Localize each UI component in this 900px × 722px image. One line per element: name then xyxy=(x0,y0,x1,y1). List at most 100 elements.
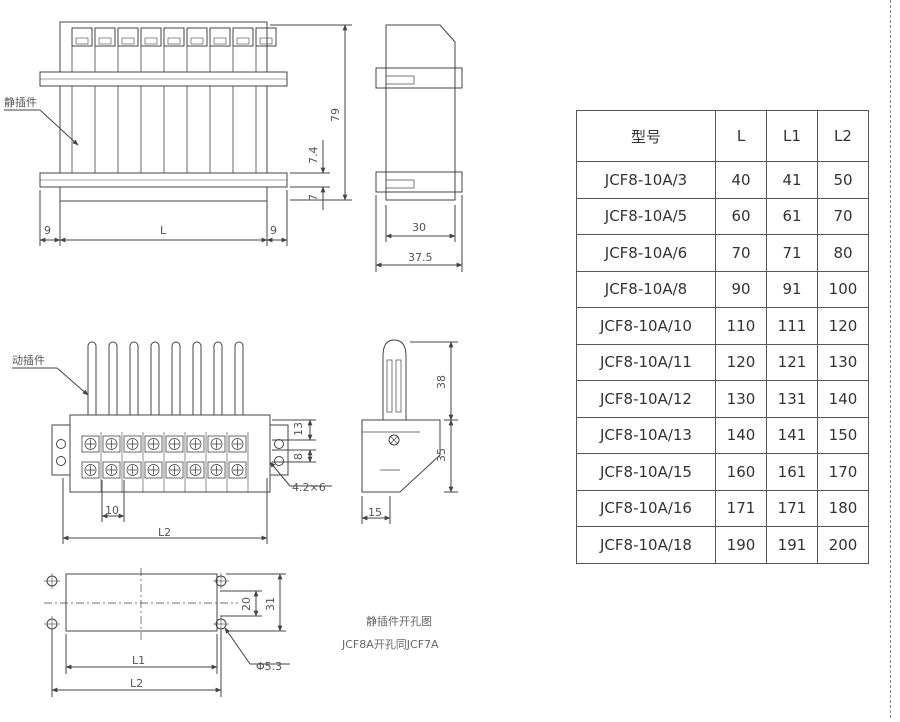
static-part-front-view xyxy=(39,21,288,202)
static-part-side-view xyxy=(375,24,463,201)
moving-part-label: 动插件 xyxy=(12,353,45,367)
table-cell: 141 xyxy=(766,416,818,454)
table-cell: JCF8-10A/8 xyxy=(576,270,716,308)
header-L1: L1 xyxy=(766,110,818,162)
dim-hole-diameter: Φ5.3 xyxy=(256,660,282,673)
contact-slot xyxy=(94,27,116,47)
table-cell: JCF8-10A/5 xyxy=(576,197,716,235)
contact-pin xyxy=(129,341,139,415)
dim-L2-moving: L2 xyxy=(158,526,171,539)
table-cell: JCF8-10A/11 xyxy=(576,343,716,381)
dim-10: 10 xyxy=(105,504,119,517)
table-cell: 41 xyxy=(766,161,818,199)
header-L2: L2 xyxy=(817,110,869,162)
table-cell: 140 xyxy=(817,380,869,418)
table-cell: 171 xyxy=(715,489,767,527)
contact-pin xyxy=(171,341,181,415)
moving-part-side-view xyxy=(361,339,441,493)
table-cell: 60 xyxy=(715,197,767,235)
contact-pin xyxy=(150,341,160,415)
dim-79: 79 xyxy=(329,108,342,122)
table-cell: 160 xyxy=(715,453,767,491)
terminal-screw xyxy=(123,435,142,453)
contact-pin xyxy=(108,341,118,415)
terminal-screw xyxy=(102,461,121,479)
table-cell: 40 xyxy=(715,161,767,199)
dim-15: 15 xyxy=(368,506,382,519)
terminal-screw xyxy=(144,461,163,479)
terminal-screw xyxy=(228,461,247,479)
dim-30: 30 xyxy=(412,221,426,234)
table-cell: 80 xyxy=(817,234,869,272)
table-cell: 180 xyxy=(817,489,869,527)
table-cell: JCF8-10A/12 xyxy=(576,380,716,418)
table-cell: 91 xyxy=(766,270,818,308)
table-cell: 100 xyxy=(817,270,869,308)
dim-4-2x6: 4.2×6 xyxy=(292,481,326,494)
table-cell: 120 xyxy=(817,307,869,345)
table-cell: 170 xyxy=(817,453,869,491)
cutout-title: 静插件开孔图 xyxy=(366,614,432,628)
dim-L1-cutout: L1 xyxy=(132,654,145,667)
terminal-screw xyxy=(144,435,163,453)
table-cell: 190 xyxy=(715,526,767,564)
table-cell: JCF8-10A/16 xyxy=(576,489,716,527)
table-cell: 131 xyxy=(766,380,818,418)
table-cell: 200 xyxy=(817,526,869,564)
table-cell: 130 xyxy=(715,380,767,418)
contact-slot xyxy=(255,27,277,47)
table-header-row: 型号 L L1 L2 xyxy=(576,110,869,162)
header-L: L xyxy=(715,110,767,162)
contact-pin xyxy=(192,341,202,415)
dim-9-left: 9 xyxy=(44,224,51,237)
contact-slot xyxy=(232,27,254,47)
table-cell: 150 xyxy=(817,416,869,454)
table-cell: JCF8-10A/3 xyxy=(576,161,716,199)
contact-slot xyxy=(186,27,208,47)
dim-20: 20 xyxy=(240,597,253,611)
terminal-screw xyxy=(165,461,184,479)
dim-13: 13 xyxy=(292,422,305,436)
contact-pin xyxy=(213,341,223,415)
terminal-screw xyxy=(165,435,184,453)
dim-L: L xyxy=(160,224,167,237)
table-cell: JCF8-10A/10 xyxy=(576,307,716,345)
moving-part-front-view xyxy=(51,341,289,493)
table-cell: JCF8-10A/6 xyxy=(576,234,716,272)
dim-8: 8 xyxy=(292,453,305,460)
terminal-screw xyxy=(81,461,100,479)
dim-37-5: 37.5 xyxy=(408,251,433,264)
table-cell: 161 xyxy=(766,453,818,491)
contact-slot xyxy=(117,27,139,47)
terminal-screw xyxy=(186,435,205,453)
table-cell: 70 xyxy=(715,234,767,272)
dim-7: 7 xyxy=(307,194,320,201)
table-cell: JCF8-10A/15 xyxy=(576,453,716,491)
contact-slot xyxy=(140,27,162,47)
terminal-screw xyxy=(81,435,100,453)
contact-pin xyxy=(234,341,244,415)
page-divider xyxy=(890,0,891,718)
table-cell: 50 xyxy=(817,161,869,199)
table-cell: JCF8-10A/18 xyxy=(576,526,716,564)
table-cell: 110 xyxy=(715,307,767,345)
terminal-screw xyxy=(207,435,226,453)
contact-pin xyxy=(87,341,97,415)
table-cell: 71 xyxy=(766,234,818,272)
terminal-screw xyxy=(123,461,142,479)
contact-slot xyxy=(71,27,93,47)
table-cell: 140 xyxy=(715,416,767,454)
table-cell: 130 xyxy=(817,343,869,381)
